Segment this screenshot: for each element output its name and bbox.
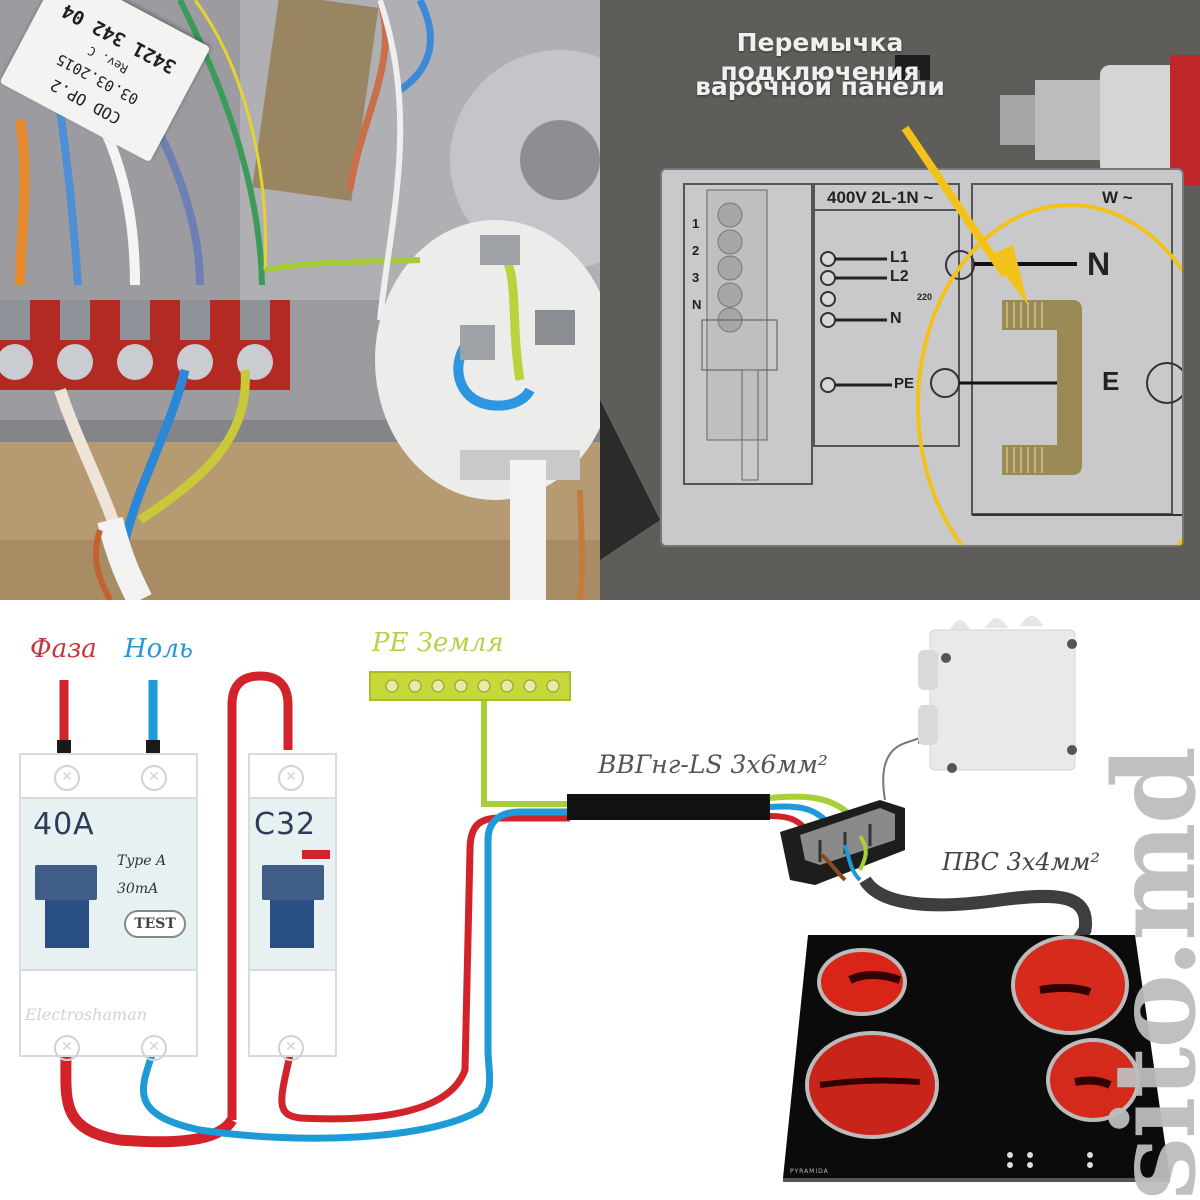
earth-label: PE Земля — [372, 628, 504, 658]
terminal-block-illustration — [0, 0, 600, 600]
rcd-sensitivity: 30mA — [117, 881, 159, 897]
terminal-label-pe: PE — [894, 375, 915, 392]
breaker-toggle[interactable] — [262, 865, 324, 900]
earth-bus-screws — [385, 679, 560, 693]
highlight-circle — [916, 203, 1182, 545]
rcd-toggle-lever — [45, 900, 89, 948]
rcd-brand: Electroshaman — [25, 1005, 148, 1024]
terminal-number-list: 1 2 3 N — [692, 210, 701, 318]
main-cable-label: ВВГнг-LS 3х6мм² — [598, 750, 828, 779]
hob-brand: PYRAMIDA — [790, 1168, 829, 1175]
phase-label: Фаза — [30, 634, 97, 664]
terminal-label-l1: L1 — [890, 249, 909, 266]
callout-line-1: Перемычка подключения — [720, 28, 920, 86]
terminal-number: 2 — [692, 243, 700, 258]
hob — [783, 935, 1170, 1182]
screw-icon: ✕ — [54, 1035, 80, 1061]
screw-icon: ✕ — [278, 765, 304, 791]
zoom-label-e: E — [1102, 366, 1120, 396]
wiring-diagram: Фаза Ноль PE Земля ВВГнг-LS 3х6мм² ПВС 3… — [0, 600, 1200, 1200]
screw-icon: ✕ — [278, 1035, 304, 1061]
circuit-breaker: ✕ C32 ✕ — [248, 753, 337, 1061]
terminal-label-l2: L2 — [890, 268, 909, 285]
neutral-label: Ноль — [124, 634, 194, 664]
screw-icon: ✕ — [54, 765, 80, 791]
voltage-small: 220 — [917, 292, 933, 302]
breaker-toggle-lever — [270, 900, 314, 948]
rcd-toggle[interactable] — [35, 865, 97, 900]
rcd-test-button[interactable]: TEST — [124, 910, 186, 938]
watermark: sito.md — [1090, 748, 1200, 1200]
terminal-label-n: N — [890, 310, 902, 327]
terminal-number: 3 — [692, 270, 700, 285]
wires — [57, 616, 1170, 1182]
rcd-rating: 40A — [33, 807, 95, 842]
voltage-header: 400V 2L-1N ~ — [827, 188, 934, 207]
terminal-number: N — [692, 297, 702, 312]
junction-box — [918, 616, 1077, 773]
callout-line-2: варочной панели — [695, 72, 945, 101]
breaker-rating: C32 — [254, 807, 317, 842]
rcd-type: Type A — [117, 853, 167, 869]
screw-icon: ✕ — [141, 765, 167, 791]
wiring-diagram-plate: 1 2 3 N 400V 2L-1N ~ W ~ L1 L2 N 220 PE … — [660, 168, 1184, 547]
terminal-number: 1 — [692, 216, 700, 231]
zoom-label-n: N — [1087, 246, 1111, 282]
main-cable — [567, 794, 770, 820]
breaker-indicator — [302, 850, 330, 859]
plate-lines — [683, 183, 1182, 545]
terminal-block-photo: COD OP.2 03.03.2015 Rev. C 3421 342 04 — [0, 0, 600, 600]
rcd-device: ✕ ✕ 40A Type A 30mA TEST Electroshaman ✕… — [19, 753, 198, 1061]
screw-icon: ✕ — [141, 1035, 167, 1061]
hob-cable-label: ПВС 3х4мм² — [942, 848, 1101, 876]
power-header: W ~ — [1102, 188, 1133, 207]
